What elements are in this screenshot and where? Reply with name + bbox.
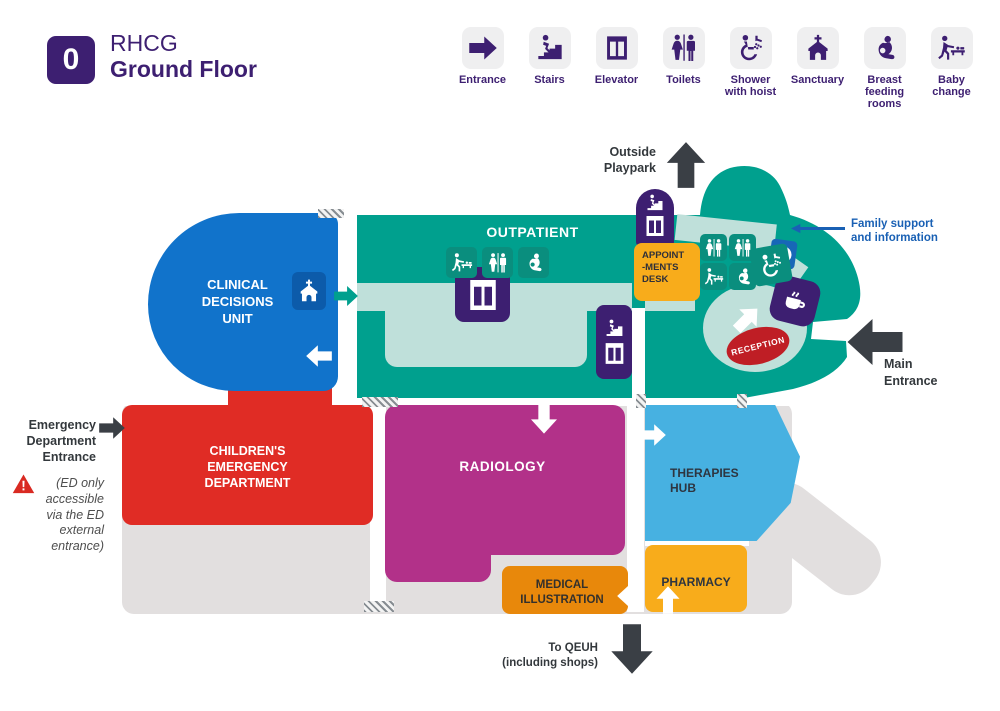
route-arrow-radiology-icon (527, 401, 561, 435)
toilets-icon (704, 238, 724, 258)
stairs-icon (646, 194, 664, 212)
stairs-elevator-station (596, 305, 632, 379)
legend-label: Elevator (594, 74, 639, 86)
coffee-icon (778, 284, 812, 318)
ed-entrance-arrow-icon (98, 414, 126, 442)
outside-playpark-arrow-icon (661, 140, 711, 190)
route-arrow-cdu-icon (299, 342, 339, 370)
breast-feeding-icon (523, 252, 545, 274)
baby-change-station (446, 247, 477, 278)
junction-hatch (636, 394, 646, 408)
legend-item-entrance: Entrance (451, 27, 514, 110)
route-arrow-medical-illustration-icon (609, 582, 651, 610)
elevator-icon (602, 341, 627, 366)
corridor-gap (645, 538, 749, 546)
route-arrow-pharmacy-icon (653, 585, 683, 615)
area-pharmacy (645, 545, 747, 612)
outside-playpark-label: Outside Playpark (603, 145, 656, 175)
junction-hatch (362, 397, 398, 407)
building-name: RHCG (110, 30, 178, 56)
route-arrow-therapies-icon (633, 421, 673, 449)
legend-label: Baby change (932, 74, 971, 98)
toilets-station (482, 247, 513, 278)
elevator-icon (465, 277, 501, 313)
area-medical-illustration (502, 566, 628, 614)
floor-number-badge: 0 (47, 36, 95, 84)
therapies-hub-label: THERAPIES HUB (670, 466, 739, 495)
pharmacy-label: PHARMACY (661, 575, 731, 589)
breast-feeding-icon (733, 267, 753, 287)
floor-number: 0 (62, 43, 80, 76)
legend-item-elevator: Elevator (585, 27, 648, 110)
childrens-emergency-department-label: CHILDREN'S EMERGENCY DEPARTMENT (204, 444, 291, 490)
legend-label: Sanctuary (790, 74, 845, 86)
reception-label: RECEPTION (730, 334, 786, 358)
area-appointments-desk: APPOINT -MENTS DESK (634, 243, 700, 301)
legend-label: Breast feeding rooms (864, 74, 905, 110)
outpatient-label: OUTPATIENT (486, 224, 579, 240)
baby-change-station (700, 263, 727, 290)
family-support-label: Family support and information (851, 218, 938, 244)
corridor-gap (627, 402, 644, 612)
legend-item-stairs: Stairs (518, 27, 581, 110)
legend-item-shower-with-hoist: Shower with hoist (719, 27, 782, 110)
legend-item-baby-change: Baby change (920, 27, 983, 110)
medical-illustration-label: MEDICAL ILLUSTRATION (520, 579, 604, 606)
corridor-gap (370, 402, 386, 608)
ed-note: (ED only accessible via the ED external … (45, 476, 104, 554)
area-childrens-emergency-department (122, 405, 373, 525)
family-support-arrow-icon (791, 223, 845, 234)
stairs-elevator-station (636, 189, 674, 246)
radiology-label: RADIOLOGY (459, 459, 546, 474)
legend-label: Stairs (534, 74, 565, 86)
toilets-icon (487, 252, 509, 274)
shower-with-hoist-station (748, 242, 794, 288)
shower-with-hoist-icon (755, 249, 786, 280)
junction-hatch (318, 209, 344, 218)
legend: Entrance Stairs Elevator Toilets Shower … (451, 27, 983, 110)
legend-label: Shower with hoist (724, 74, 777, 98)
breast-feeding-station (518, 247, 549, 278)
legend-label: Entrance (458, 74, 507, 86)
main-entrance-label: Main Entrance (884, 357, 938, 388)
corridor-gap (122, 396, 792, 406)
corridor-arrow-icon (333, 283, 359, 309)
junction-hatch (737, 394, 747, 408)
appointments-desk-label: APPOINT -MENTS DESK (642, 250, 685, 285)
junction-hatch (364, 601, 394, 612)
legend-item-breast-feeding: Breast feeding rooms (853, 27, 916, 110)
page-title: Ground Floor (110, 56, 257, 82)
clinical-decisions-unit-label: CLINICAL DECISIONS UNIT (201, 277, 274, 326)
stairs-icon (605, 319, 624, 338)
baby-change-icon (704, 267, 724, 287)
area-therapies-hub (645, 405, 800, 541)
legend-item-sanctuary: Sanctuary (786, 27, 849, 110)
baby-change-icon (451, 252, 473, 274)
toilets-station (700, 234, 727, 261)
to-qeuh-arrow-icon (605, 622, 659, 676)
legend-label: Toilets (666, 74, 701, 86)
legend-item-toilets: Toilets (652, 27, 715, 110)
to-qeuh-label: To QEUH (including shops) (502, 642, 598, 669)
sanctuary-station (292, 272, 326, 310)
corridor-gap (632, 308, 645, 398)
elevator-icon (643, 214, 667, 238)
ed-entrance-label: Emergency Department Entrance (26, 418, 96, 464)
area-radiology (385, 460, 491, 582)
